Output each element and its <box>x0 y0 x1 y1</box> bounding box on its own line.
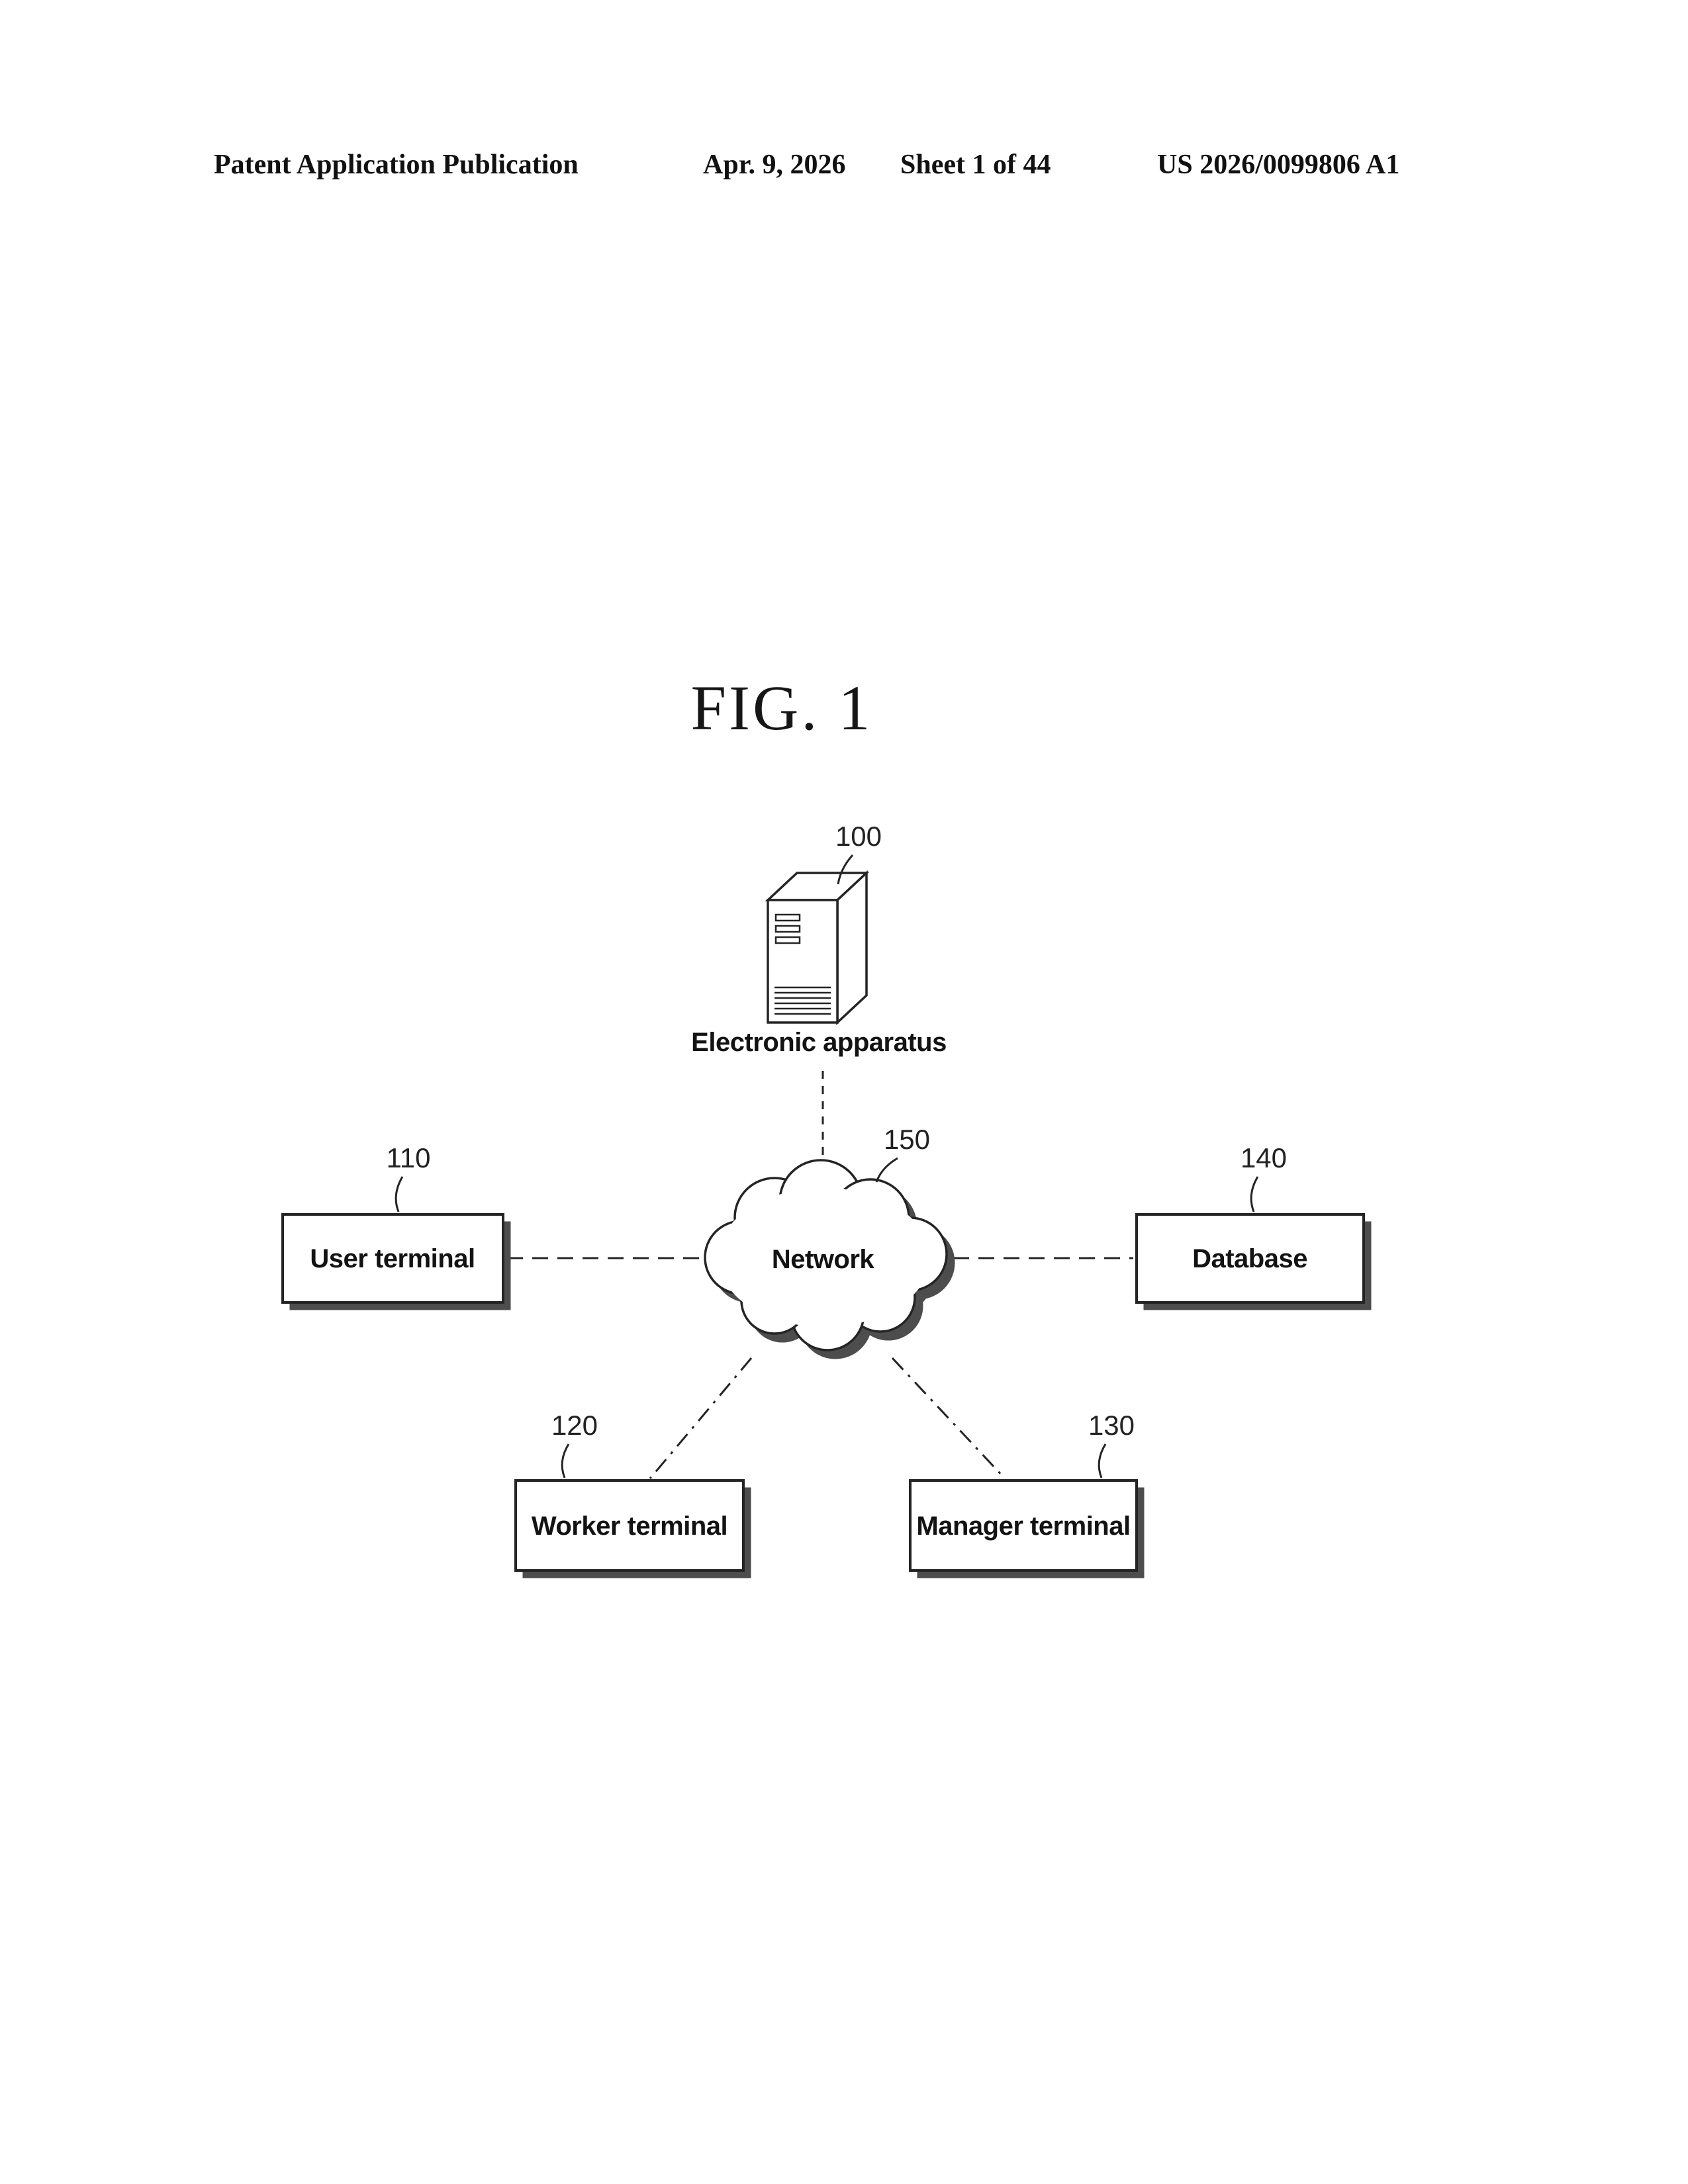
leader-line-100 <box>837 854 854 885</box>
connector-network-manager <box>891 1357 1006 1480</box>
database-node: Database 140 <box>1135 1142 1372 1310</box>
database-box <box>1135 1213 1365 1304</box>
ref-label-apparatus: 100 <box>835 821 882 852</box>
manager-terminal-box <box>909 1479 1138 1572</box>
server-tower-icon <box>765 870 870 1026</box>
header-date: Apr. 9, 2026 <box>703 150 845 180</box>
worker-terminal-box <box>514 1479 745 1572</box>
connector-network-worker <box>649 1357 753 1479</box>
network-node: Network 150 <box>704 1124 955 1359</box>
user-terminal-box <box>281 1213 504 1304</box>
ref-label-worker-terminal: 120 <box>551 1410 598 1441</box>
ref-label-network: 150 <box>884 1124 930 1155</box>
header-publication-label: Patent Application Publication <box>214 150 579 180</box>
ref-label-manager-terminal: 130 <box>1088 1410 1135 1441</box>
leader-line-120 <box>561 1443 570 1479</box>
network-cloud-icon <box>704 1159 948 1351</box>
ref-label-user-terminal: 110 <box>387 1142 431 1173</box>
user-terminal-node: User terminal 110 <box>281 1142 511 1310</box>
leader-line-110 <box>395 1176 404 1212</box>
figure-title: FIG. 1 <box>691 672 873 743</box>
ref-label-database: 140 <box>1241 1142 1287 1173</box>
manager-terminal-label: Manager terminal <box>916 1512 1130 1541</box>
network-label: Network <box>772 1245 875 1274</box>
leader-line-150 <box>875 1157 898 1183</box>
worker-terminal-label: Worker terminal <box>532 1512 727 1541</box>
electronic-apparatus-node: 100 Electronic apparatus <box>691 821 947 1057</box>
worker-terminal-node: Worker terminal 120 <box>514 1410 751 1578</box>
connector-lines <box>507 1071 1133 1480</box>
leader-line-130 <box>1098 1443 1107 1479</box>
leader-line-140 <box>1250 1176 1259 1212</box>
manager-terminal-node: Manager terminal 130 <box>909 1410 1145 1578</box>
header-sheet-number: Sheet 1 of 44 <box>900 150 1051 180</box>
database-label: Database <box>1192 1244 1307 1273</box>
page-header: Patent Application Publication Apr. 9, 2… <box>214 150 1399 180</box>
apparatus-caption: Electronic apparatus <box>691 1028 947 1057</box>
user-terminal-label: User terminal <box>310 1244 475 1273</box>
header-publication-number: US 2026/0099806 A1 <box>1157 150 1399 180</box>
